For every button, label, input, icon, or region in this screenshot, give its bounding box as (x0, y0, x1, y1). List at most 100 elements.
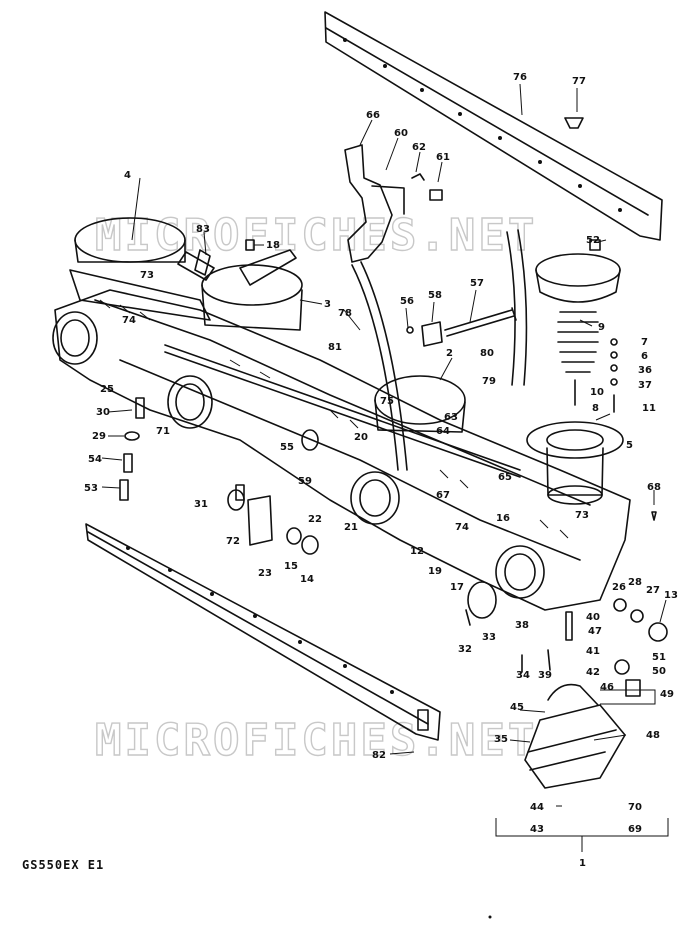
label-65: 65 (498, 472, 512, 483)
label-82: 82 (372, 750, 386, 761)
label-30: 30 (96, 407, 110, 418)
carburetor-bank (52, 217, 631, 611)
label-17: 17 (450, 582, 464, 593)
label-15: 15 (284, 561, 298, 572)
label-34: 34 (516, 670, 530, 681)
small-parts-right (521, 338, 668, 697)
label-52: 52 (586, 235, 600, 246)
label-74b: 74 (455, 522, 469, 533)
vent-tubes (351, 229, 528, 471)
label-83: 83 (196, 224, 210, 235)
label-45: 45 (510, 702, 524, 713)
stray-dot (488, 915, 492, 919)
label-32: 32 (458, 644, 472, 655)
label-81: 81 (328, 342, 342, 353)
model-code-label: GS550EX E1 (22, 858, 105, 872)
label-70: 70 (628, 802, 642, 813)
label-75: 75 (380, 396, 394, 407)
choke-bracket (344, 144, 405, 263)
label-10: 10 (590, 387, 604, 398)
label-77: 77 (572, 76, 586, 87)
label-61: 61 (436, 152, 450, 163)
bottom-bracket (85, 523, 441, 741)
label-14: 14 (300, 574, 314, 585)
watermark-top: MICROFICHES.NET (95, 210, 537, 261)
label-67: 67 (436, 490, 450, 501)
label-63: 63 (444, 412, 458, 423)
label-3: 3 (324, 299, 331, 310)
label-56: 56 (400, 296, 414, 307)
part-labels: 76 77 66 60 62 61 4 83 18 52 73 57 58 56… (84, 72, 678, 869)
label-42: 42 (586, 667, 600, 678)
label-26: 26 (612, 582, 626, 593)
label-50: 50 (652, 666, 666, 677)
top-bracket-76 (324, 11, 663, 241)
label-73b: 73 (575, 510, 589, 521)
float-bowl (524, 683, 626, 789)
label-6: 6 (641, 351, 648, 362)
label-22: 22 (308, 514, 322, 525)
label-19: 19 (428, 566, 442, 577)
label-58: 58 (428, 290, 442, 301)
leader-lines (101, 83, 669, 852)
label-5: 5 (626, 440, 633, 451)
pilot-screw-57 (444, 307, 517, 337)
label-25: 25 (100, 384, 114, 395)
label-71: 71 (156, 426, 170, 437)
label-39: 39 (538, 670, 552, 681)
label-64: 64 (436, 426, 450, 437)
label-74a: 74 (122, 315, 136, 326)
label-8: 8 (592, 403, 599, 414)
label-79: 79 (482, 376, 496, 387)
label-31: 31 (194, 499, 208, 510)
label-62: 62 (412, 142, 426, 153)
label-57: 57 (470, 278, 484, 289)
label-73a: 73 (140, 270, 154, 281)
label-36: 36 (638, 365, 652, 376)
label-38: 38 (515, 620, 529, 631)
label-18: 18 (266, 240, 280, 251)
label-72: 72 (226, 536, 240, 547)
label-9: 9 (598, 322, 605, 333)
label-7: 7 (641, 337, 648, 348)
label-12: 12 (410, 546, 424, 557)
label-78: 78 (338, 308, 352, 319)
label-66: 66 (366, 110, 380, 121)
label-53: 53 (84, 483, 98, 494)
label-44: 44 (530, 802, 544, 813)
label-16: 16 (496, 513, 510, 524)
label-43: 43 (530, 824, 544, 835)
watermark-bottom: MICROFICHES.NET (95, 715, 537, 766)
label-55: 55 (280, 442, 294, 453)
label-33: 33 (482, 632, 496, 643)
label-76: 76 (513, 72, 527, 83)
label-21: 21 (344, 522, 358, 533)
label-80: 80 (480, 348, 494, 359)
small-parts-left (119, 117, 657, 731)
label-20: 20 (354, 432, 368, 443)
label-11: 11 (642, 403, 656, 414)
diaphragm-cap-right (535, 253, 621, 406)
label-23: 23 (258, 568, 272, 579)
label-51: 51 (652, 652, 666, 663)
label-28: 28 (628, 577, 642, 588)
label-4: 4 (124, 170, 131, 181)
label-2: 2 (446, 348, 453, 359)
label-35: 35 (494, 734, 508, 745)
label-1: 1 (579, 858, 586, 869)
label-68: 68 (647, 482, 661, 493)
label-29: 29 (92, 431, 106, 442)
label-54: 54 (88, 454, 102, 465)
label-27: 27 (646, 585, 660, 596)
label-47: 47 (588, 626, 602, 637)
label-41: 41 (586, 646, 600, 657)
label-59: 59 (298, 476, 312, 487)
label-13: 13 (664, 590, 678, 601)
label-48: 48 (646, 730, 660, 741)
label-69: 69 (628, 824, 642, 835)
label-60: 60 (394, 128, 408, 139)
label-40: 40 (586, 612, 600, 623)
label-49: 49 (660, 689, 674, 700)
label-37: 37 (638, 380, 652, 391)
